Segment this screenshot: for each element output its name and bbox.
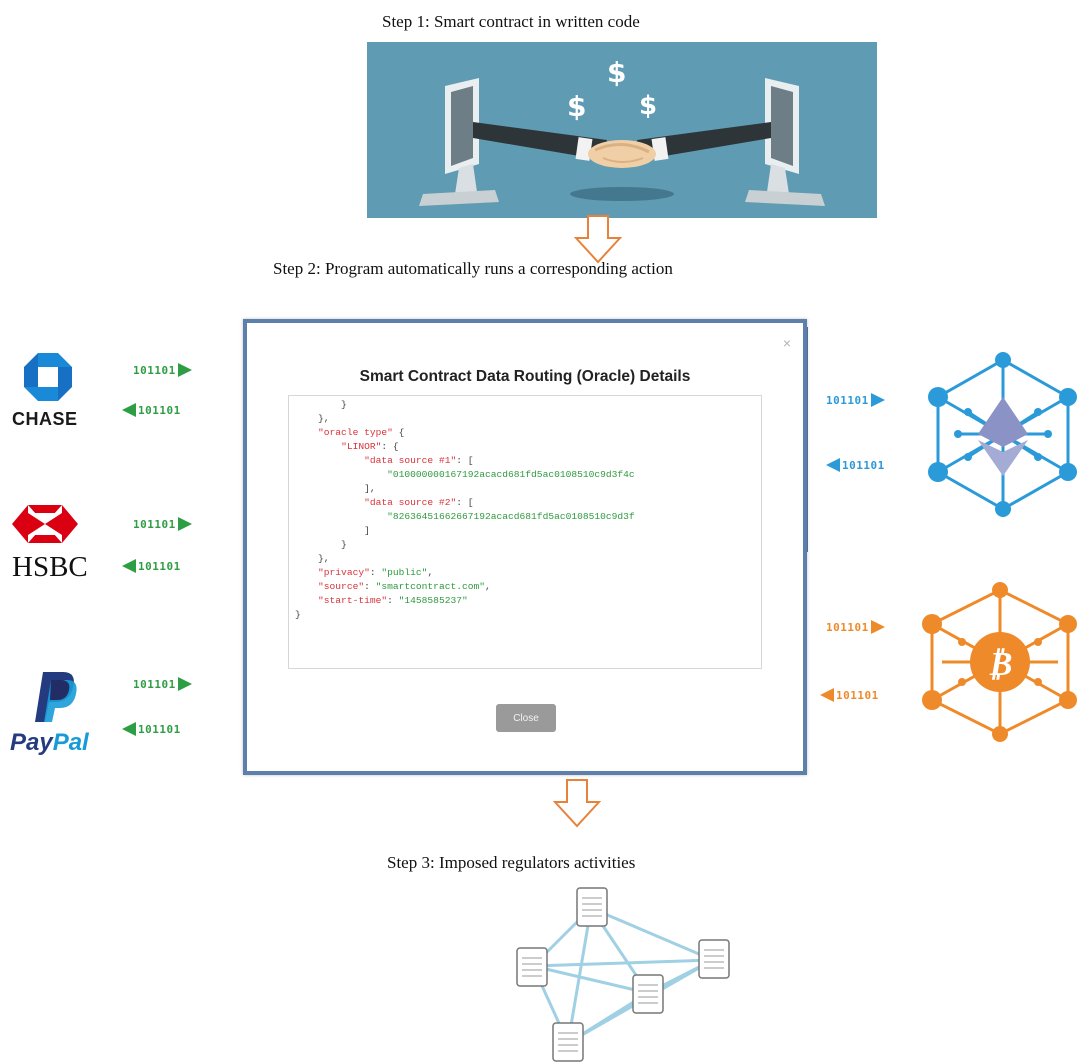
scroll-network-icon	[516, 887, 730, 1062]
step1-title: Step 1: Smart contract in written code	[382, 12, 640, 31]
binary-out-hsbc: 101101	[133, 517, 192, 531]
chase-logo-text: CHASE	[12, 409, 78, 429]
arrow-left-icon	[122, 559, 136, 573]
arrow-left-icon	[122, 722, 136, 736]
binary-in-hsbc: 101101	[122, 559, 181, 573]
modal-title: Smart Contract Data Routing (Oracle) Det…	[359, 368, 691, 385]
close-button[interactable]: Close	[496, 704, 556, 732]
step2-title: Step 2: Program automatically runs a cor…	[273, 259, 673, 278]
binary-in-chase: 101101	[122, 403, 181, 417]
down-arrow-icon	[574, 215, 622, 264]
binary-out-chase: 101101	[133, 363, 192, 377]
handshake-over-monitors-icon: $ $ $	[367, 42, 877, 218]
bitcoin-network-icon: ₿	[922, 582, 1077, 742]
binary-out-bitcoin: 101101	[826, 620, 885, 634]
code-viewer[interactable]: } }, "oracle type" { "LINOR": { "data so…	[288, 395, 762, 669]
arrow-right-icon	[870, 393, 885, 407]
svg-text:$: $	[607, 56, 626, 89]
hsbc-logo-text: HSBC	[12, 551, 88, 583]
arrow-left-icon	[122, 403, 136, 417]
chase-logo-icon	[24, 353, 72, 401]
ethereum-network-icon	[928, 352, 1077, 517]
binary-in-ethereum: 101101	[826, 458, 885, 472]
binary-in-paypal: 101101	[122, 722, 181, 736]
step3-title: Step 3: Imposed regulators activities	[387, 853, 636, 872]
hsbc-logo-icon	[12, 505, 78, 543]
code-text: } }, "oracle type" { "LINOR": { "data so…	[295, 399, 635, 620]
oracle-details-modal: × Smart Contract Data Routing (Oracle) D…	[243, 319, 807, 775]
binary-in-bitcoin: 101101	[820, 688, 879, 702]
binary-out-ethereum: 101101	[826, 393, 885, 407]
arrow-right-icon	[177, 363, 192, 377]
arrow-right-icon	[870, 620, 885, 634]
down-arrow-icon	[553, 779, 601, 828]
arrow-right-icon	[177, 517, 192, 531]
arrow-left-icon	[826, 458, 840, 472]
binary-out-paypal: 101101	[133, 677, 192, 691]
svg-text:₿: ₿	[987, 644, 1012, 684]
arrow-left-icon	[820, 688, 834, 702]
close-icon[interactable]: ×	[782, 335, 791, 351]
svg-text:$: $	[639, 91, 657, 121]
arrow-right-icon	[177, 677, 192, 691]
svg-text:$: $	[567, 90, 586, 123]
paypal-logo-text: PayPal	[10, 729, 89, 756]
paypal-logo-icon	[35, 672, 77, 722]
